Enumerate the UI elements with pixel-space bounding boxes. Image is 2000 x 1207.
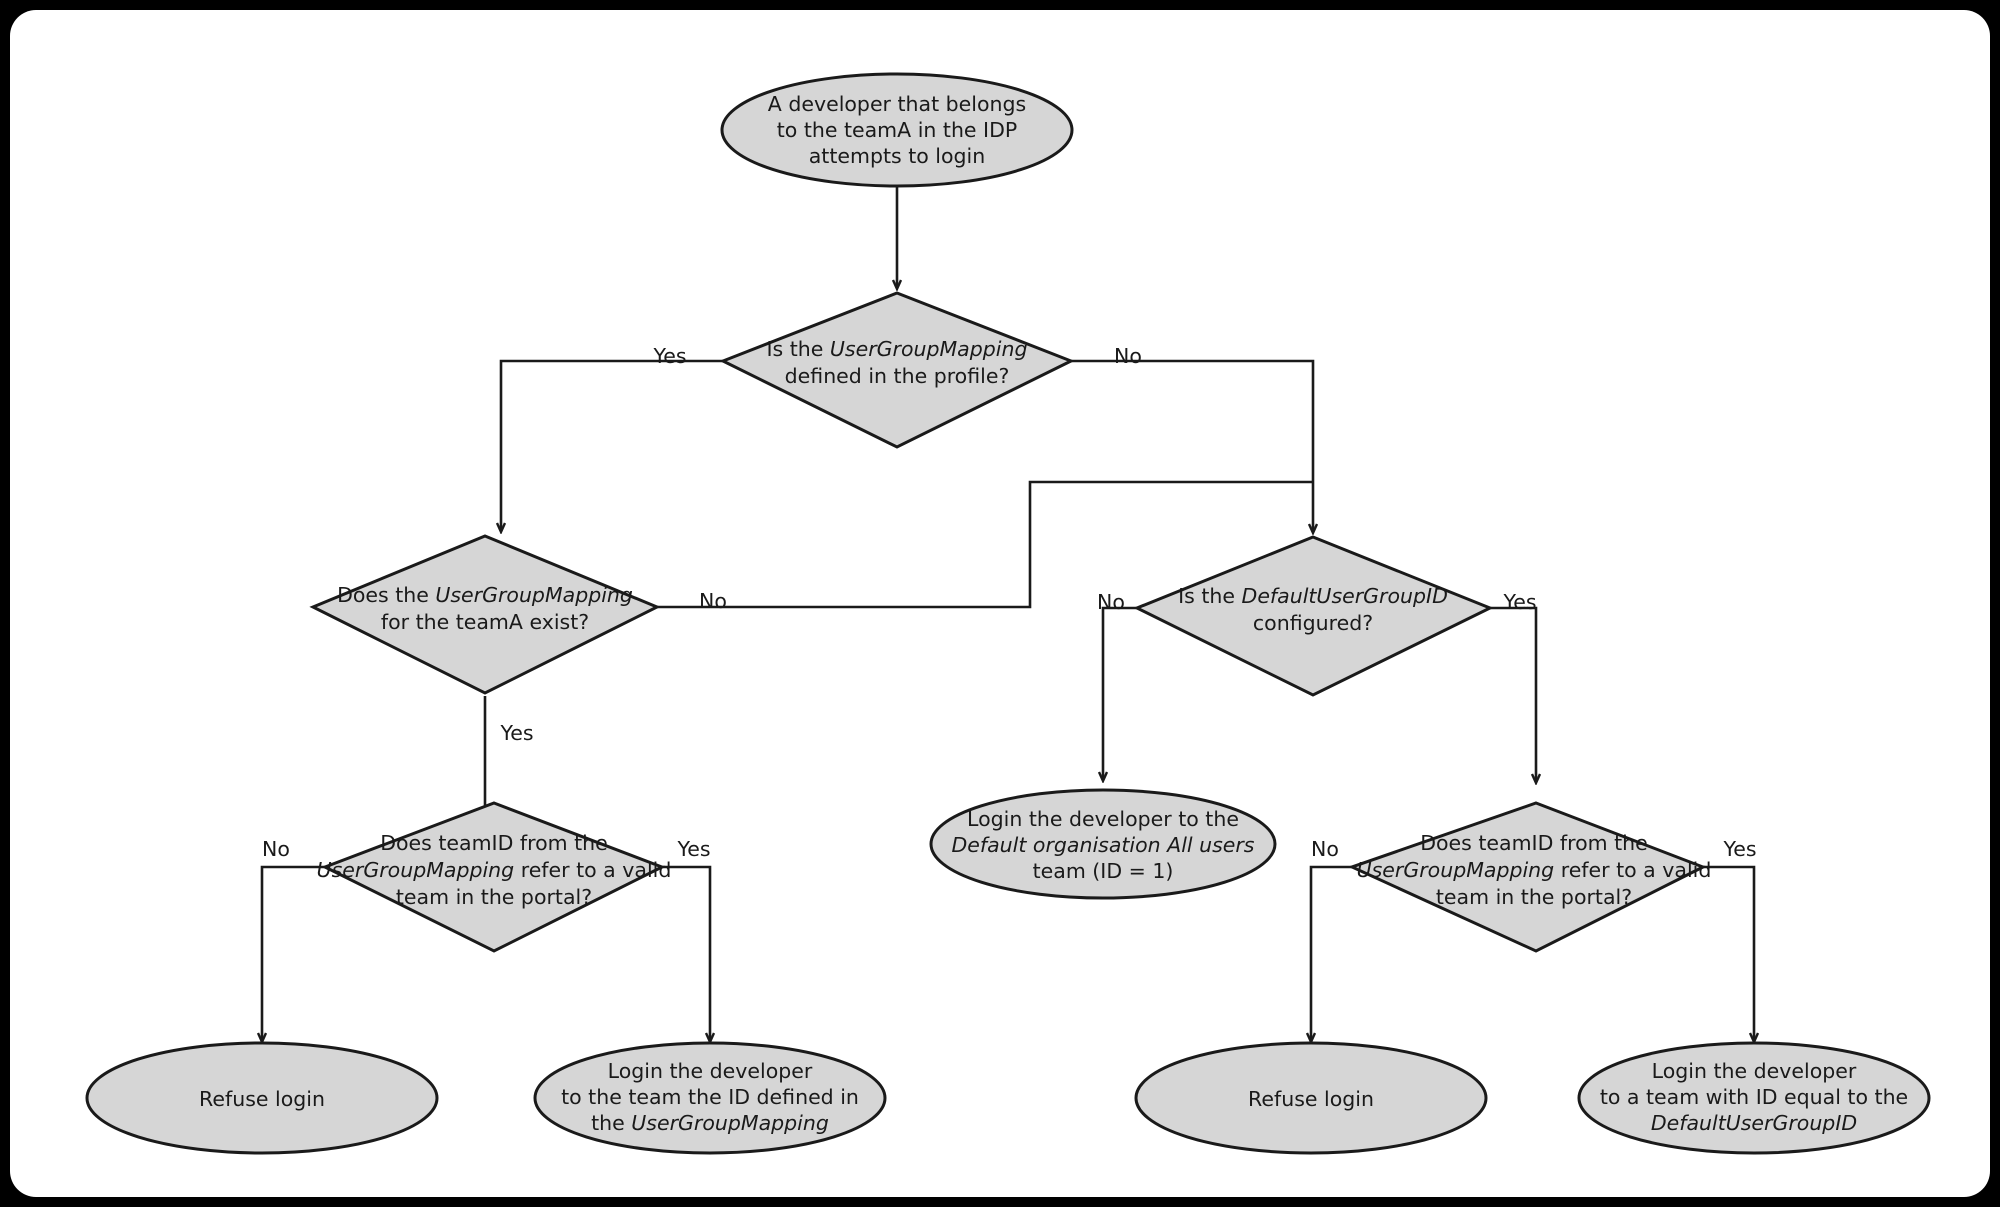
start-line-1: A developer that belongs: [768, 92, 1026, 116]
node-start[interactable]: A developer that belongs to the teamA in…: [720, 72, 1074, 188]
default-org-ellipse-shape[interactable]: [929, 788, 1277, 900]
edge-mapping-defined-yes: [501, 359, 723, 531]
login-mapping-ellipse-shape[interactable]: [533, 1041, 887, 1155]
edge-default-group-no: [1103, 606, 1137, 780]
login-mapping-line-3: the UserGroupMapping: [591, 1111, 829, 1135]
node-refuse-login-left[interactable]: Refuse login: [85, 1041, 439, 1155]
refuse-left-ellipse-shape[interactable]: [85, 1041, 439, 1155]
teamid-left-line-1: Does teamID from the: [380, 831, 608, 855]
node-refuse-login-right[interactable]: Refuse login: [1134, 1041, 1488, 1155]
login-default-line-3: DefaultUserGroupID: [1651, 1111, 1857, 1135]
teamid-right-line-2: UserGroupMapping refer to a valid: [1357, 858, 1712, 882]
flowchart-svg: A developer that belongs to the teamA in…: [85, 72, 1931, 1155]
edge-label-teamid-left-no: No: [262, 837, 290, 861]
node-is-defaultusergroupid-configured[interactable]: Is the DefaultUserGroupID configured?: [1133, 535, 1494, 697]
edge-teamid-right-no: [1311, 865, 1352, 1041]
start-line-3: attempts to login: [809, 144, 986, 168]
node-login-team-default-id[interactable]: Login the developer to a team with ID eq…: [1577, 1041, 1931, 1155]
default-org-line-2: Default organisation All users: [951, 833, 1254, 857]
node-does-usergroupmapping-teama-exist[interactable]: Does the UserGroupMapping for the teamA …: [309, 534, 661, 695]
teamid-left-line-2: UserGroupMapping refer to a valid: [317, 858, 672, 882]
edge-label-teamid-left-yes: Yes: [676, 837, 710, 861]
edge-teamid-left-no: [262, 865, 325, 1041]
mapping-defined-diamond-shape[interactable]: [719, 291, 1075, 449]
login-mapping-line-1: Login the developer: [608, 1059, 813, 1083]
node-login-default-organisation[interactable]: Login the developer to the Default organ…: [929, 788, 1277, 900]
default-group-diamond-shape[interactable]: [1133, 535, 1494, 697]
edge-label-mapping-defined-yes: Yes: [652, 344, 686, 368]
start-line-2: to the teamA in the IDP: [777, 118, 1018, 142]
default-group-line-2: configured?: [1253, 611, 1373, 635]
diagram-canvas: A developer that belongs to the teamA in…: [10, 10, 1990, 1197]
default-org-line-3: team (ID = 1): [1033, 859, 1174, 883]
mapping-defined-line-1: Is the UserGroupMapping: [767, 337, 1028, 361]
start-ellipse-shape[interactable]: [720, 72, 1074, 188]
refuse-right-ellipse-shape[interactable]: [1134, 1041, 1488, 1155]
edge-label-mapping-teama-no: No: [699, 589, 727, 613]
edge-label-default-group-no: No: [1097, 590, 1125, 614]
teamid-left-diamond[interactable]: [321, 801, 666, 953]
teamid-left-line-3: team in the portal?: [396, 885, 592, 909]
node-teamid-valid-team-right[interactable]: Does teamID from the UserGroupMapping re…: [1347, 801, 1712, 953]
login-default-line-2: to a team with ID equal to the: [1600, 1085, 1908, 1109]
edge-mapping-defined-no: [1071, 359, 1313, 532]
refuse-right-label: Refuse login: [1248, 1087, 1374, 1111]
login-default-ellipse-shape[interactable]: [1577, 1041, 1931, 1155]
mapping-teama-diamond-shape[interactable]: [309, 534, 661, 695]
node-login-team-from-mapping[interactable]: Login the developer to the team the ID d…: [533, 1041, 887, 1155]
edge-label-teamid-right-no: No: [1311, 837, 1339, 861]
edge-teamid-left-yes: [662, 865, 710, 1041]
teamid-right-diamond[interactable]: [1347, 801, 1707, 953]
login-mapping-line-2: to the team the ID defined in: [561, 1085, 859, 1109]
edge-label-teamid-right-yes: Yes: [1722, 837, 1756, 861]
node-is-usergroupmapping-defined[interactable]: Is the UserGroupMapping defined in the p…: [719, 291, 1075, 449]
teamid-right-line-1: Does teamID from the: [1420, 831, 1648, 855]
edge-mapping-teama-no: [657, 480, 1313, 609]
mapping-teama-line-2: for the teamA exist?: [381, 610, 589, 634]
mapping-teama-line-1: Does the UserGroupMapping: [337, 583, 633, 607]
edge-default-group-yes: [1490, 606, 1536, 782]
default-group-line-1: Is the DefaultUserGroupID: [1178, 584, 1448, 608]
default-org-line-1: Login the developer to the: [967, 807, 1239, 831]
edge-label-mapping-defined-no: No: [1114, 344, 1142, 368]
node-teamid-valid-team-left[interactable]: Does teamID from the UserGroupMapping re…: [317, 801, 672, 953]
edge-teamid-right-yes: [1703, 865, 1754, 1041]
login-default-line-1: Login the developer: [1652, 1059, 1857, 1083]
mapping-defined-line-2: defined in the profile?: [785, 364, 1010, 388]
refuse-left-label: Refuse login: [199, 1087, 325, 1111]
edge-label-default-group-yes: Yes: [1502, 590, 1536, 614]
teamid-right-line-3: team in the portal?: [1436, 885, 1632, 909]
edge-label-mapping-teama-yes: Yes: [499, 721, 533, 745]
